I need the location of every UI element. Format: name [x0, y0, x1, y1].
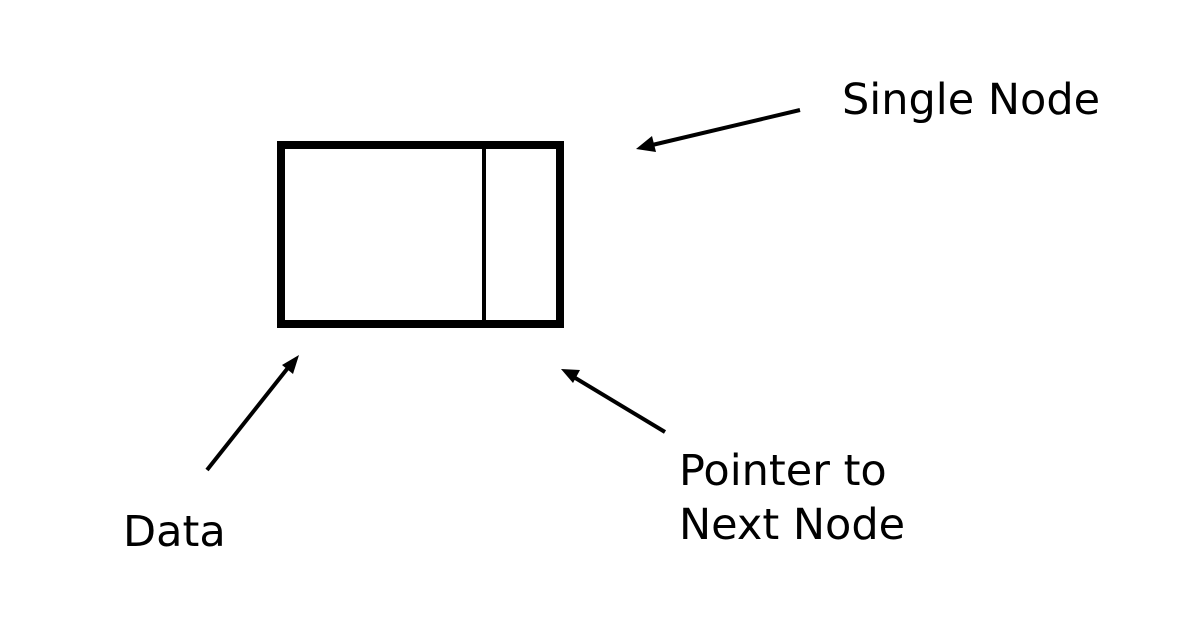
data-label: Data	[123, 507, 226, 557]
single-node-arrowhead	[636, 136, 656, 152]
node-outline	[277, 141, 564, 328]
pointer-label-line2: Next Node	[679, 500, 905, 550]
single-node-label: Single Node	[842, 75, 1100, 125]
node-box	[277, 141, 564, 328]
data-arrowhead	[282, 355, 299, 374]
data-arrow	[205, 355, 299, 472]
pointer-arrowhead	[561, 369, 580, 383]
single-node-arrow	[636, 108, 801, 152]
pointer-arrow	[561, 369, 667, 434]
pointer-label-line1: Pointer to	[679, 446, 887, 496]
